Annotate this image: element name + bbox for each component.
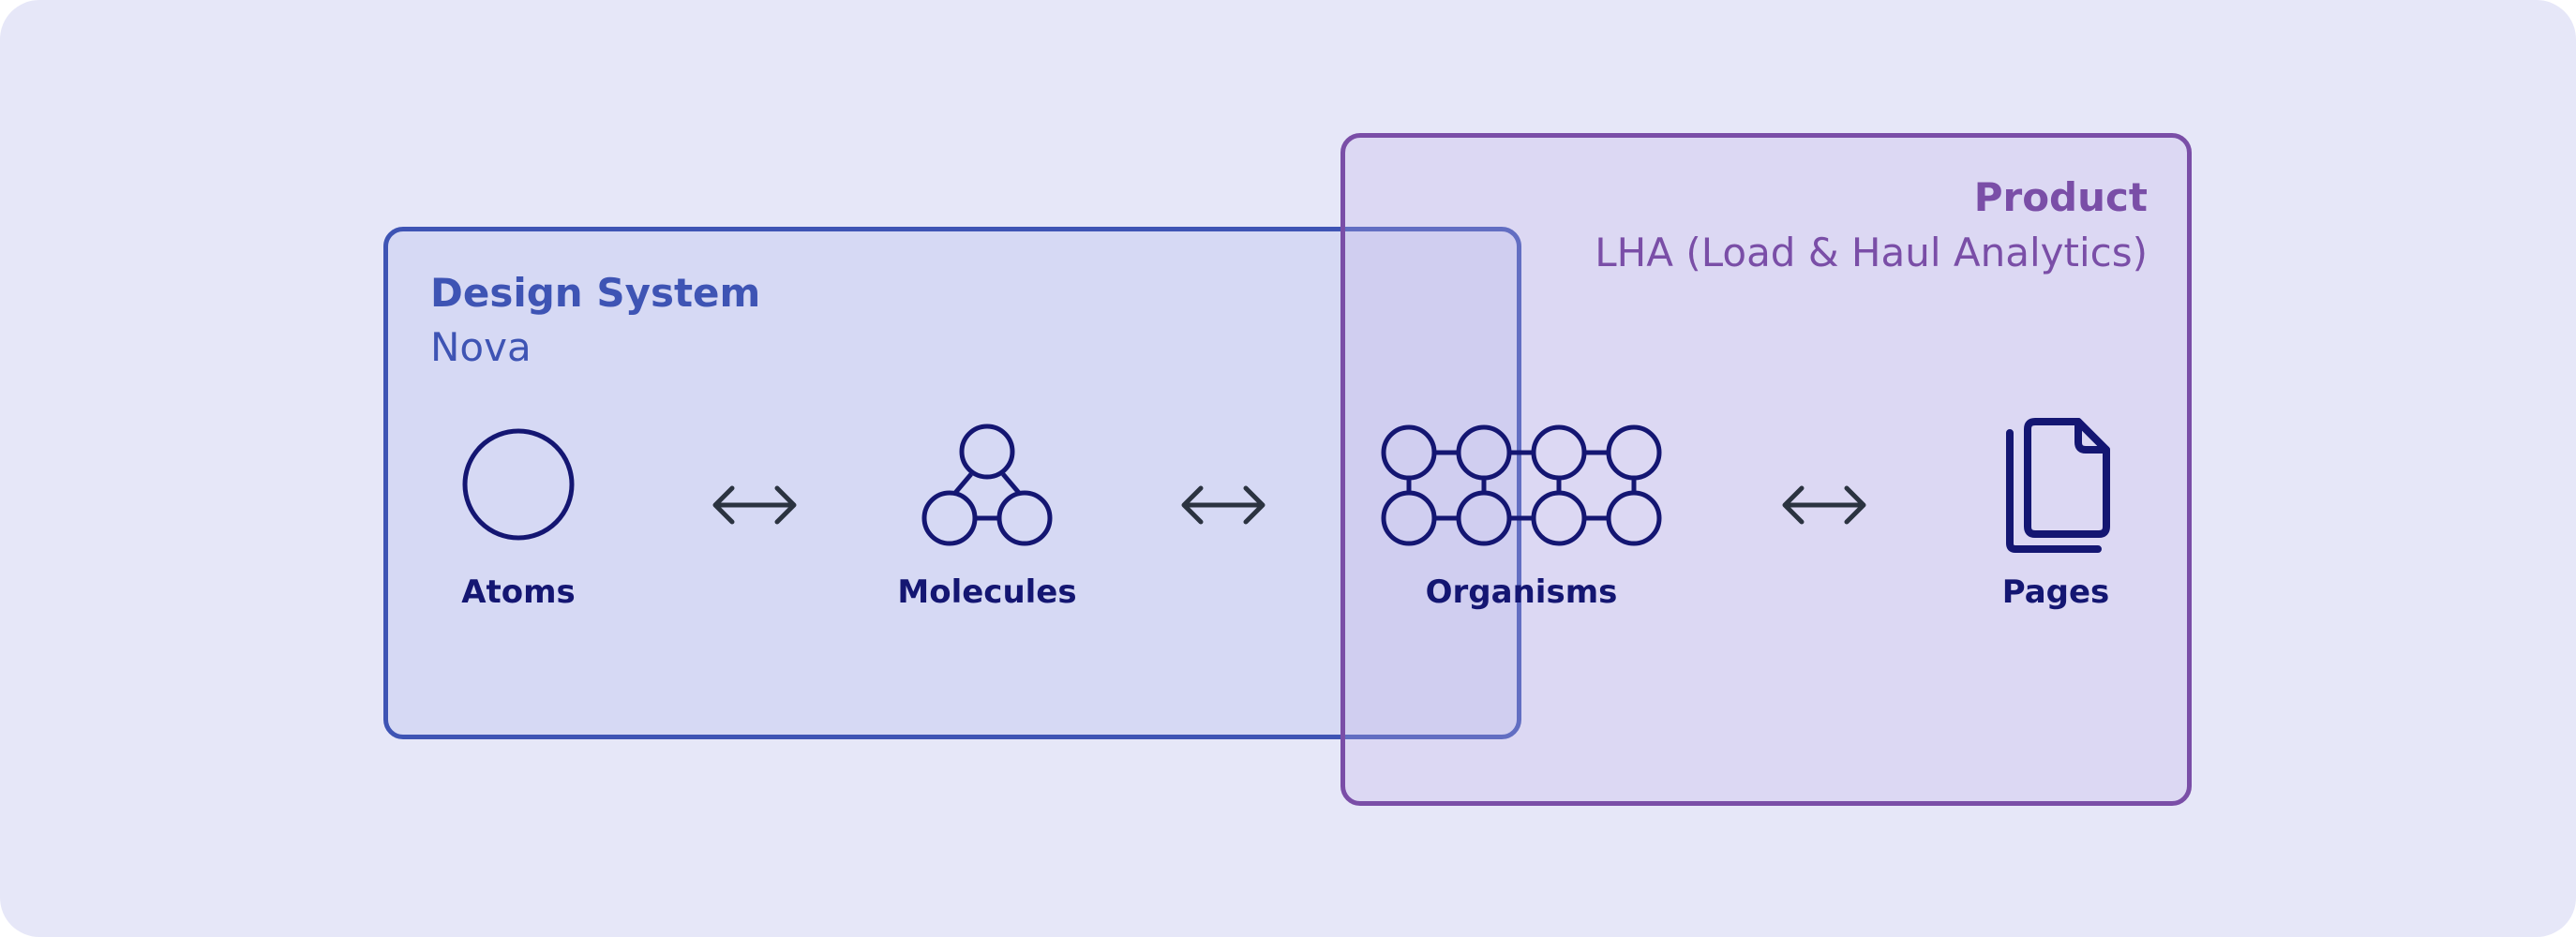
node-label-atoms: Atoms <box>461 573 576 611</box>
design-system-subtitle: Nova <box>430 324 532 370</box>
product-title: Product <box>1973 174 2148 220</box>
bidirectional-arrow-icon <box>1181 485 1266 525</box>
node-label-organisms: Organisms <box>1425 573 1618 611</box>
organism-grid-icon <box>1381 424 1662 546</box>
design-system-title: Design System <box>430 270 761 316</box>
molecule-icon <box>921 424 1053 546</box>
node-label-molecules: Molecules <box>897 573 1077 611</box>
circle-icon <box>462 428 575 541</box>
pages-icon <box>2006 418 2110 553</box>
product-box: Product LHA (Load & Haul Analytics) <box>1340 133 2192 806</box>
node-label-pages: Pages <box>2001 573 2110 611</box>
bidirectional-arrow-icon <box>1782 485 1866 525</box>
bidirectional-arrow-icon <box>712 485 797 525</box>
product-subtitle: LHA (Load & Haul Analytics) <box>1595 230 2148 275</box>
